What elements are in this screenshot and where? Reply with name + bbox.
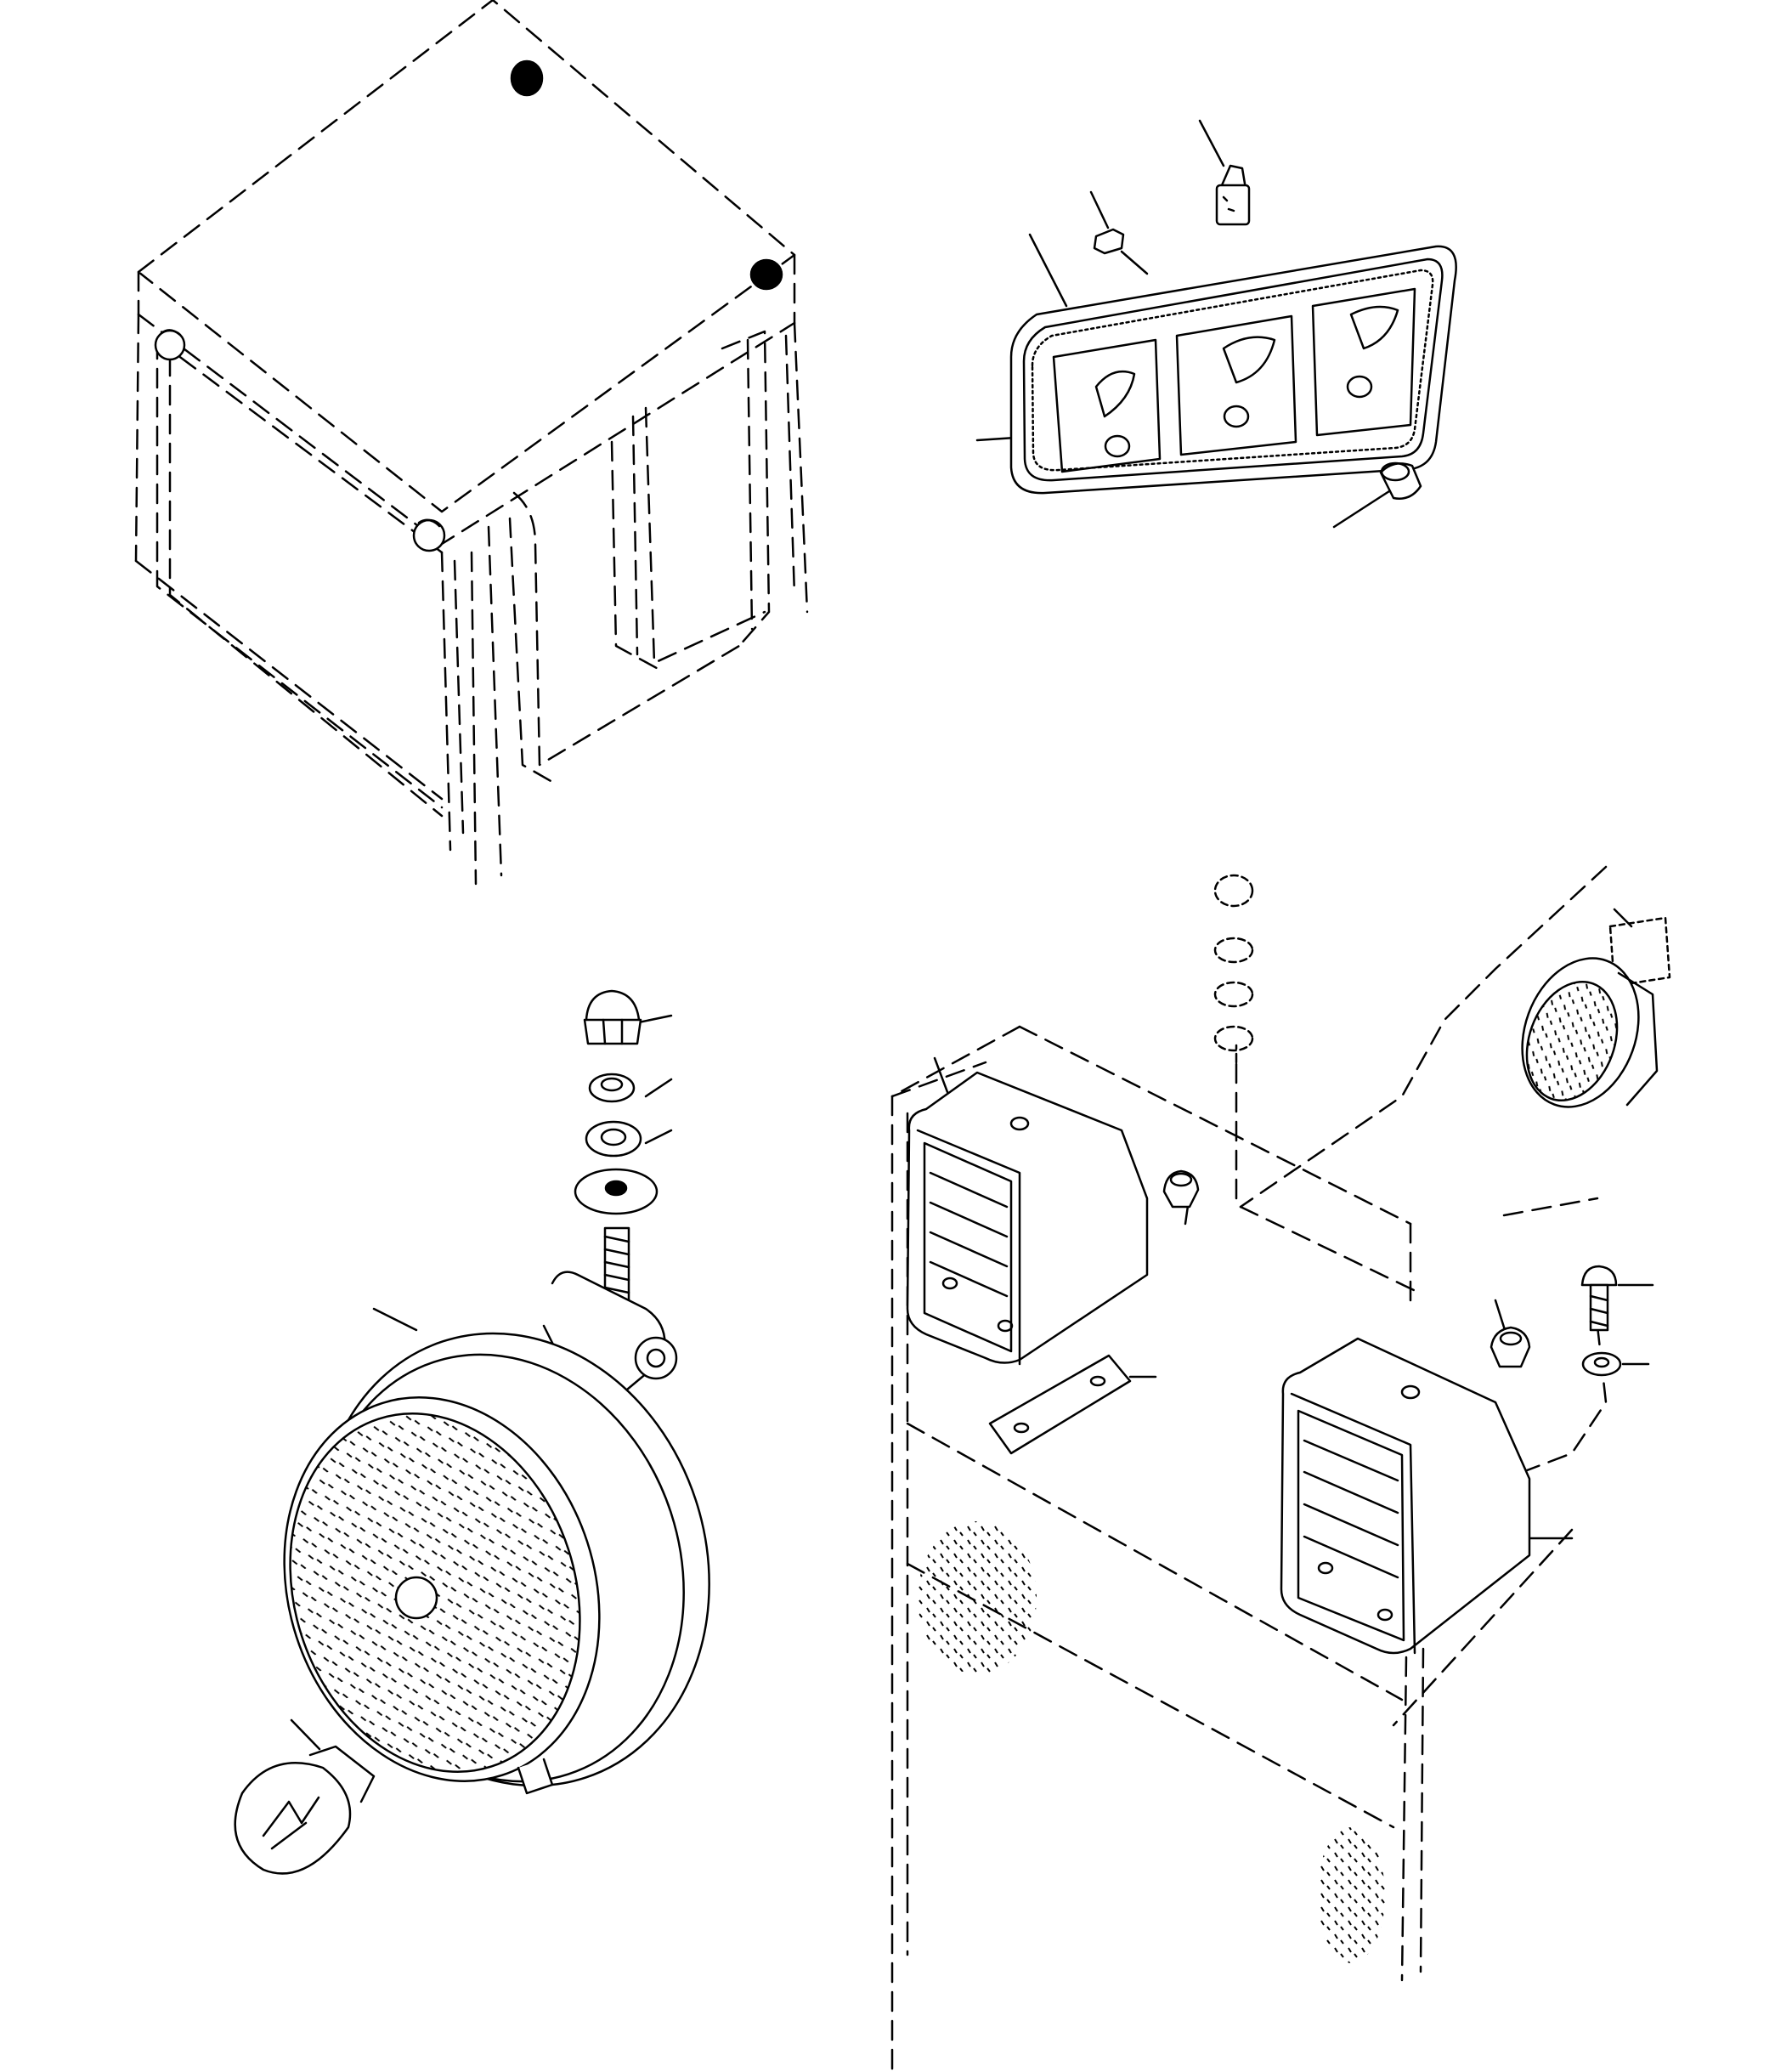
rear-combination-lamp — [975, 119, 1457, 529]
tail-lamps-assembly — [890, 865, 1671, 2072]
work-lamp — [234, 989, 710, 1875]
cab-outline — [134, 0, 809, 886]
cab-marker-lamps — [154, 59, 783, 552]
